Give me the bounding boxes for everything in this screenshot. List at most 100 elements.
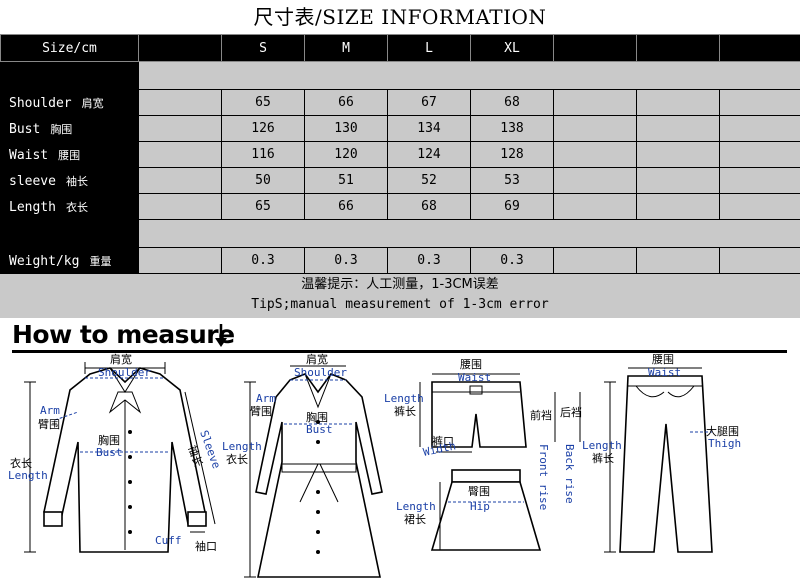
row-label xyxy=(0,219,139,248)
pants-illustration xyxy=(604,367,713,553)
coat-bust-cn: 胸围 xyxy=(306,410,328,424)
divider xyxy=(12,350,787,353)
pants-length-en: Length xyxy=(582,439,622,452)
table-cell xyxy=(138,89,222,116)
table-cell: 66 xyxy=(304,193,388,220)
row-label-en: Bust xyxy=(9,121,41,137)
skirt-length-cn: 裙长 xyxy=(404,513,426,526)
spacer-cell xyxy=(138,219,800,248)
table-cell xyxy=(138,193,222,220)
table-row: Waist 腰围 116 120 124 128 xyxy=(0,141,800,168)
table-cell xyxy=(636,89,720,116)
table-cell xyxy=(636,141,720,168)
tips-box: 温馨提示：人工测量，1-3CM误差 TipS;manual measuremen… xyxy=(0,274,800,318)
table-cell: 53 xyxy=(470,167,554,194)
coat-arm-cn: 臂围 xyxy=(250,405,272,418)
table-cell: 51 xyxy=(304,167,388,194)
table-cell xyxy=(636,247,720,274)
table-cell xyxy=(636,115,720,142)
table-cell xyxy=(719,115,800,142)
shorts-waist-cn: 腰围 xyxy=(460,358,482,371)
table-cell xyxy=(138,115,222,142)
table-cell: 67 xyxy=(387,89,471,116)
shirt-arm-en: Arm xyxy=(40,404,60,417)
table-cell xyxy=(719,141,800,168)
how-to-measure-heading: How to measure xyxy=(12,320,235,349)
table-cell xyxy=(553,115,637,142)
shorts-hem-cn: 裤口 xyxy=(432,434,454,448)
table-cell: 68 xyxy=(387,193,471,220)
shirt-bust-cn: 胸围 xyxy=(98,433,120,447)
row-label xyxy=(0,61,139,90)
shirt-shoulder-en: Shoulder xyxy=(98,366,151,379)
table-cell xyxy=(138,247,222,274)
coat-length-cn: 衣长 xyxy=(226,452,248,466)
tips-en: TipS;manual measurement of 1-3cm error xyxy=(251,297,549,312)
row-label-cn: 衣长 xyxy=(65,200,88,214)
row-label-en: Weight/kg xyxy=(9,253,80,269)
table-cell: 134 xyxy=(387,115,471,142)
table-cell: 69 xyxy=(470,193,554,220)
table-cell xyxy=(719,247,800,274)
pants-thigh-en: Thigh xyxy=(708,437,741,450)
shirt-length-cn: 衣长 xyxy=(10,456,32,470)
shirt-arm-cn: 臂围 xyxy=(38,418,60,431)
table-cell xyxy=(719,89,800,116)
table-cell: 52 xyxy=(387,167,471,194)
table-cell xyxy=(553,167,637,194)
spacer-row xyxy=(0,219,800,248)
header-size-m: M xyxy=(304,34,388,62)
table-cell: 130 xyxy=(304,115,388,142)
row-label-en: sleeve xyxy=(9,173,56,189)
header-cell xyxy=(553,34,637,62)
pants-waist-en: Waist xyxy=(648,366,681,379)
header-cell xyxy=(719,34,800,62)
header-cell xyxy=(636,34,720,62)
table-cell xyxy=(553,193,637,220)
skirt-hip-cn: 臀围 xyxy=(468,485,490,498)
table-cell: 120 xyxy=(304,141,388,168)
table-cell: 0.3 xyxy=(470,247,554,274)
row-label-en: Shoulder xyxy=(9,95,72,111)
pants-thigh-cn: 大腿围 xyxy=(706,424,739,438)
header-size-xl: XL xyxy=(470,34,554,62)
table-cell xyxy=(636,167,720,194)
pants-length-cn: 裤长 xyxy=(592,451,614,465)
table-cell: 138 xyxy=(470,115,554,142)
header-size-l: L xyxy=(387,34,471,62)
shirt-shoulder-cn: 肩宽 xyxy=(110,352,132,366)
table-cell: 128 xyxy=(470,141,554,168)
table-cell: 65 xyxy=(221,193,305,220)
shorts-illustration xyxy=(419,373,581,453)
header-size-s: S xyxy=(221,34,305,62)
shirt-length-en: Length xyxy=(8,469,48,482)
header-cell xyxy=(138,34,222,62)
shorts-back-cn: 后裆 xyxy=(560,406,582,419)
table-cell: 0.3 xyxy=(387,247,471,274)
row-label: Length 衣长 xyxy=(0,193,139,220)
row-label-en: Waist xyxy=(9,147,49,163)
coat-bust-en: Bust xyxy=(306,423,333,436)
table-cell xyxy=(553,247,637,274)
row-label-cn: 肩宽 xyxy=(81,96,104,110)
row-label-en: Length xyxy=(9,199,56,215)
row-label-cn: 腰围 xyxy=(58,148,81,162)
table-cell: 116 xyxy=(221,141,305,168)
spacer-cell xyxy=(138,61,800,90)
table-cell: 65 xyxy=(221,89,305,116)
table-cell xyxy=(636,193,720,220)
back-rise-en: Back rise xyxy=(563,444,576,504)
row-label: Weight/kg 重量 xyxy=(0,247,139,274)
table-cell xyxy=(553,89,637,116)
row-label-cn: 重量 xyxy=(89,254,112,268)
table-cell: 124 xyxy=(387,141,471,168)
shorts-front-cn: 前裆 xyxy=(530,408,552,422)
coat-arm-en: Arm xyxy=(256,392,276,405)
spacer-row xyxy=(0,61,800,90)
